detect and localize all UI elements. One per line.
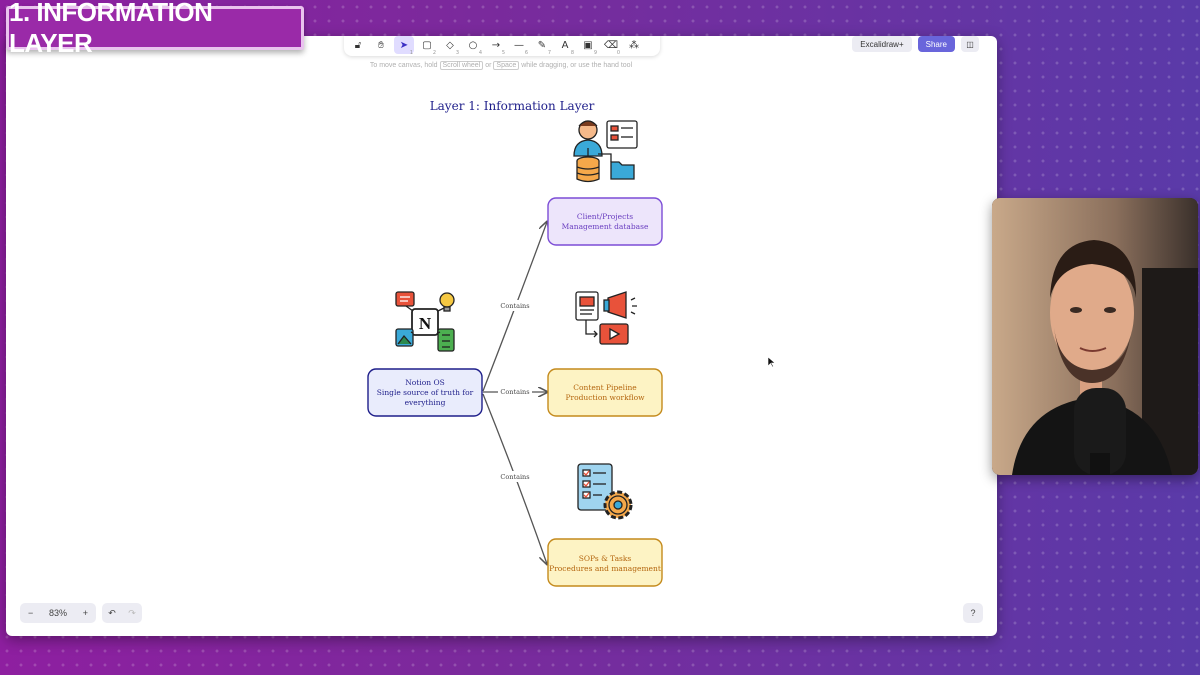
more-glyph: ⁂ (629, 39, 639, 51)
excalidraw-window: Layer 1: Information Layer Contains Cont… (6, 36, 997, 636)
text-glyph: A (561, 39, 569, 51)
checklist-gear-icon (577, 463, 633, 520)
section-title: 1. INFORMATION LAYER (9, 0, 213, 58)
more-tool-icon[interactable]: ⁂ (624, 36, 644, 54)
ellipse-glyph: ○ (468, 39, 478, 51)
content-pipeline-icon (575, 291, 637, 345)
diagram-title: Layer 1: Information Layer (430, 99, 595, 113)
draw-shortcut: 7 (547, 50, 551, 56)
edge-label-bg (498, 300, 532, 311)
edge-label-bg (498, 471, 532, 482)
sidebar-toggle-icon[interactable]: ◫ (961, 36, 979, 52)
root-node-line2: Single source of truth for (377, 388, 474, 397)
presenter-webcam (992, 198, 1198, 475)
eraser-glyph: ⌫ (603, 39, 619, 51)
draw-glyph: ✎ (537, 39, 547, 51)
draw-tool-icon[interactable]: ✎7 (532, 36, 552, 57)
sops-node[interactable] (547, 538, 663, 587)
hint-key-space: Space (493, 61, 520, 70)
hand-tool-icon[interactable]: ✋︎ (371, 36, 391, 54)
notion-logo: N (419, 314, 432, 333)
clients-node-line2: Management database (562, 222, 649, 231)
redo-icon[interactable]: ↷ (128, 607, 136, 618)
eraser-tool-icon[interactable]: ⌫0 (601, 36, 621, 57)
selection-shortcut: 1 (409, 50, 413, 56)
hint-mid: or (485, 62, 492, 69)
line-glyph: — (514, 39, 524, 51)
sops-node-line1: SOPs & Tasks (579, 554, 632, 563)
line-shortcut: 6 (524, 50, 528, 56)
ellipse-shortcut: 4 (478, 50, 482, 56)
clients-node[interactable] (547, 197, 663, 246)
content-node-line2: Production workflow (565, 393, 645, 402)
help-button[interactable]: ? (963, 603, 983, 623)
zoom-level[interactable]: 83% (48, 608, 67, 618)
edge-label-1: Contains (500, 302, 529, 310)
image-shortcut: 9 (593, 50, 597, 56)
eraser-shortcut: 0 (616, 50, 620, 56)
line-tool-icon[interactable]: —6 (509, 36, 529, 57)
root-node[interactable] (367, 368, 483, 417)
undo-redo-controls: ↶ ↷ (102, 603, 142, 623)
person-database-icon (573, 120, 638, 183)
zoom-in-button[interactable]: + (82, 608, 88, 618)
arrow-tool-icon[interactable]: →5 (486, 36, 506, 57)
text-shortcut: 8 (570, 50, 574, 56)
top-right-actions: Excalidraw+ Share ◫ (852, 36, 979, 52)
selection-tool-icon[interactable]: ➤1 (394, 36, 414, 56)
hand-glyph: ✋︎ (378, 39, 384, 51)
diamond-shortcut: 3 (455, 50, 459, 56)
undo-icon[interactable]: ↶ (108, 607, 116, 618)
hint-prefix: To move canvas, hold (369, 62, 438, 69)
root-node-line1: Notion OS (405, 378, 445, 387)
mouse-cursor-icon (768, 357, 776, 367)
content-node-line1: Content Pipeline (573, 383, 637, 392)
diamond-glyph: ◇ (446, 39, 454, 51)
drawing-canvas[interactable]: Layer 1: Information Layer Contains Cont… (6, 36, 997, 636)
content-node[interactable] (547, 368, 663, 417)
presenter-video (992, 198, 1198, 475)
arrow-shortcut: 5 (501, 50, 505, 56)
share-button[interactable]: Share (917, 36, 955, 52)
edge-label-2: Contains (500, 388, 529, 396)
selection-glyph: ➤ (399, 39, 409, 51)
sops-node-line2: Procedures and management (549, 564, 661, 573)
hint-key-scroll: Scroll wheel (439, 61, 484, 70)
image-glyph: ▣ (583, 39, 593, 51)
zoom-controls: − 83% + (20, 603, 96, 623)
rectangle-tool-icon[interactable]: ▢2 (417, 36, 437, 57)
lock-tool-icon[interactable]: 🔓︎ (348, 36, 368, 54)
lock-glyph: 🔓︎ (354, 39, 362, 51)
canvas-hint: To move canvas, hold Scroll wheel or Spa… (336, 61, 666, 70)
rectangle-glyph: ▢ (422, 39, 432, 51)
hint-suffix: while dragging, or use the hand tool (521, 62, 633, 69)
clients-node-line1: Client/Projects (577, 212, 633, 221)
ellipse-tool-icon[interactable]: ○4 (463, 36, 483, 57)
arrow-glyph: → (491, 39, 501, 51)
section-title-banner: 1. INFORMATION LAYER (6, 0, 304, 58)
root-node-line3: everything (405, 398, 446, 407)
excalidraw-plus-button[interactable]: Excalidraw+ (852, 36, 912, 52)
edge-label-bg (498, 386, 532, 397)
zoom-out-button[interactable]: − (28, 608, 34, 618)
rectangle-shortcut: 2 (432, 50, 436, 56)
edge-label-3: Contains (500, 473, 529, 481)
image-tool-icon[interactable]: ▣9 (578, 36, 598, 57)
notion-hub-icon: N (395, 291, 455, 352)
diamond-tool-icon[interactable]: ◇3 (440, 36, 460, 57)
